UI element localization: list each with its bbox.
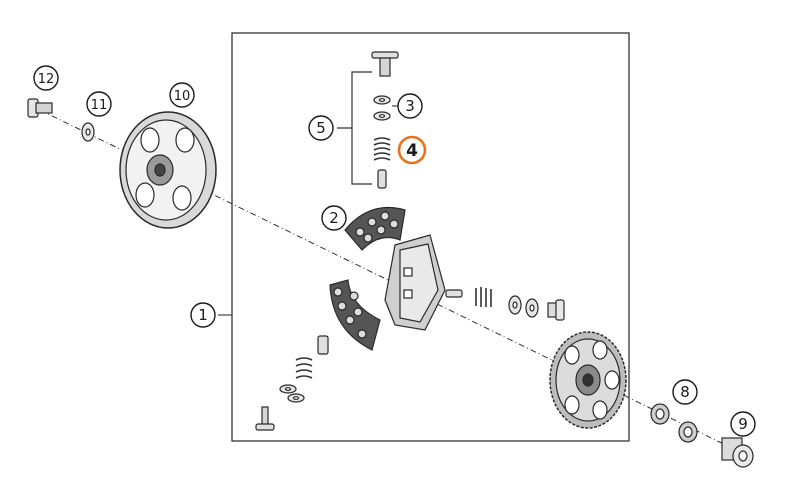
assembly-frame (231, 32, 630, 442)
callout-5-label: 5 (316, 119, 326, 137)
part-washer-11 (81, 122, 95, 142)
part-washers-3 (373, 95, 391, 121)
callout-1[interactable]: 1 (190, 302, 216, 328)
part-spring-4 (373, 137, 391, 161)
callout-10-label: 10 (174, 89, 191, 104)
callout-12[interactable]: 12 (33, 65, 59, 91)
part-bushings-8 (650, 403, 698, 443)
callout-5[interactable]: 5 (308, 115, 334, 141)
callout-11-label: 11 (91, 98, 108, 113)
part-clutch-shoe-2 (344, 206, 406, 251)
callout-12-label: 12 (38, 72, 55, 87)
group-bracket-5 (337, 71, 372, 185)
part-pin-bottom (377, 169, 387, 189)
callout-1-label: 1 (198, 306, 208, 324)
part-spacer-9 (721, 437, 754, 468)
part-lower-spring-set (255, 335, 329, 431)
callout-3-label: 3 (405, 97, 415, 115)
callout-4-highlighted[interactable]: 4 (397, 135, 427, 165)
callout-3[interactable]: 3 (397, 93, 423, 119)
part-clutch-shoe-lower (329, 279, 381, 351)
part-primary-gear (549, 331, 627, 429)
callout-9-label: 9 (738, 415, 748, 433)
part-clutch-drum-10 (119, 111, 217, 229)
callout-4-label: 4 (406, 141, 418, 161)
part-pin-top (371, 51, 399, 77)
part-right-spring-set (445, 287, 565, 321)
callout-11[interactable]: 11 (86, 91, 112, 117)
callout-9[interactable]: 9 (730, 411, 756, 437)
callout-8[interactable]: 8 (672, 379, 698, 405)
callout-2[interactable]: 2 (321, 205, 347, 231)
part-clutch-carrier (384, 234, 446, 331)
callout-8-label: 8 (680, 383, 690, 401)
callout-10[interactable]: 10 (169, 82, 195, 108)
part-bolt-12 (27, 98, 53, 118)
callout-2-label: 2 (329, 209, 339, 227)
